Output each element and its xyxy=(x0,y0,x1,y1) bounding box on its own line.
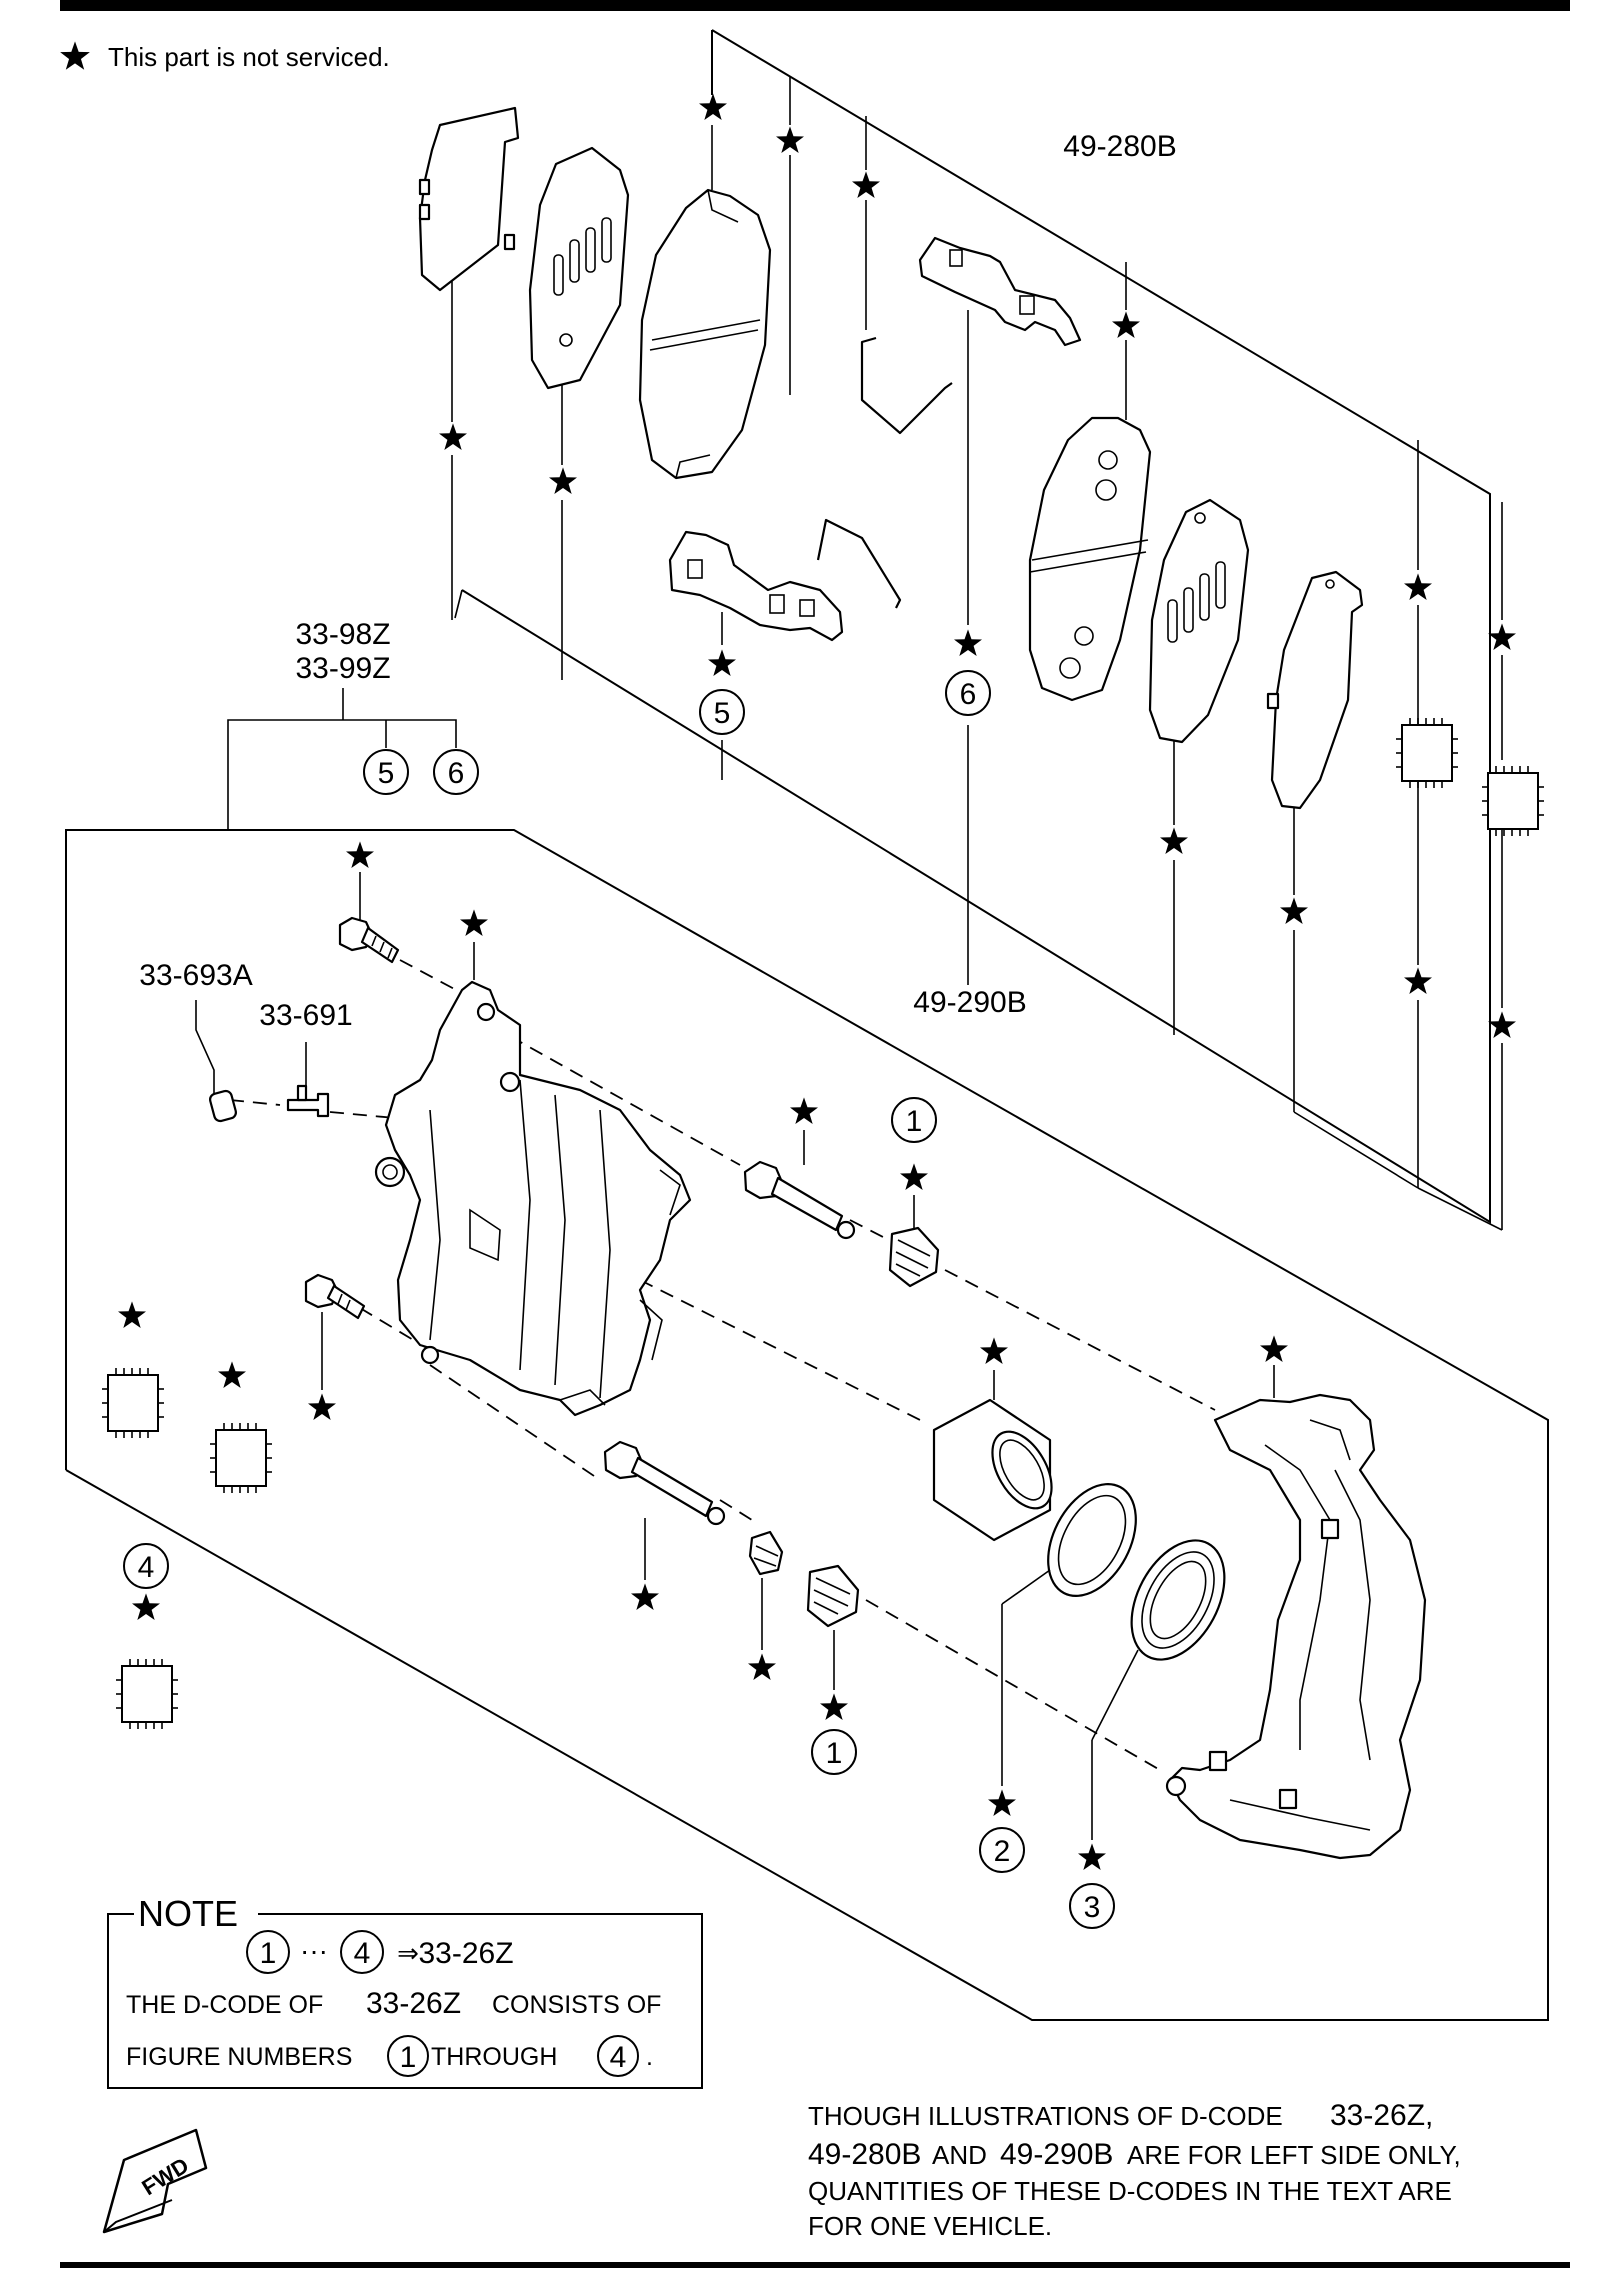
bleeder-cap xyxy=(208,1089,238,1123)
footnote-line3: QUANTITIES OF THESE D-CODES IN THE TEXT … xyxy=(808,2176,1452,2206)
note-box: NOTE 1 ··· 4 ⇒ 33-26Z THE D-CODE OF 33-2… xyxy=(107,1893,703,2089)
footnote-line2-suffix: ARE FOR LEFT SIDE ONLY, xyxy=(1127,2140,1461,2170)
note-line2-mid: THROUGH xyxy=(431,2043,557,2071)
note-line2-prefix: FIGURE NUMBERS xyxy=(126,2043,352,2071)
note-ellipsis: ··· xyxy=(300,1935,328,1966)
note-line1-suffix: CONSISTS OF xyxy=(492,1991,661,2019)
legend-star-icon xyxy=(60,41,90,70)
callout-33-693A: 33-693A xyxy=(139,959,252,992)
figure-number-6-bracket: 6 xyxy=(433,749,479,795)
caliper-body xyxy=(374,980,692,1417)
footnote-line4: FOR ONE VEHICLE. xyxy=(808,2211,1052,2241)
footnote-line2-and: AND xyxy=(932,2140,987,2170)
inner-brake-pad xyxy=(1028,416,1152,702)
upper-mounting-bolt xyxy=(338,916,400,964)
figure-number-1-lower: 1 xyxy=(811,1729,857,1775)
callout-49-280B: 49-280B xyxy=(1063,130,1176,163)
callout-33-99Z: 33-99Z xyxy=(295,652,390,685)
guide-plate-lower xyxy=(668,530,844,642)
figure-number-6-upper: 6 xyxy=(945,670,991,716)
note-arrow: ⇒ xyxy=(397,1938,419,1968)
caliper-frame xyxy=(65,829,1549,2021)
svg-text:6: 6 xyxy=(448,757,465,790)
figure-number-3: 3 xyxy=(1069,1883,1115,1929)
inner-shim-right xyxy=(1148,498,1250,744)
pad-kit-frame xyxy=(451,29,1503,1231)
inner-shim xyxy=(528,146,630,390)
figure-number-5-bracket: 5 xyxy=(363,749,409,795)
figure-number-1-upper: 1 xyxy=(891,1097,937,1143)
note-code: 33-26Z xyxy=(418,1937,513,1970)
figure-number-5-upper: 5 xyxy=(699,689,745,735)
outer-shim-right xyxy=(1266,570,1364,810)
svg-text:5: 5 xyxy=(714,697,731,730)
figure-number-2: 2 xyxy=(979,1827,1025,1873)
caliper-bracket xyxy=(1165,1393,1427,1860)
pad-kit-numbers: 5 6 xyxy=(699,670,991,735)
callout-33-691: 33-691 xyxy=(259,999,352,1032)
seal-chip-a xyxy=(101,1367,165,1439)
wear-chip-b xyxy=(1481,765,1545,837)
bleeder-screw xyxy=(286,1084,330,1118)
anti-rattle-spring xyxy=(816,336,953,609)
seal-chip-c xyxy=(115,1658,179,1730)
svg-text:5: 5 xyxy=(378,757,395,790)
svg-text:6: 6 xyxy=(960,678,977,711)
legend-text: This part is not serviced. xyxy=(108,42,390,72)
bottom-border xyxy=(60,2262,1570,2268)
outer-brake-pad xyxy=(638,188,772,480)
note-line2-to: 4 xyxy=(610,2041,627,2074)
footnote: THOUGH ILLUSTRATIONS OF D-CODE 33-26Z, 4… xyxy=(808,2099,1461,2241)
footnote-line2-code-a: 49-280B xyxy=(808,2138,921,2171)
legend: This part is not serviced. xyxy=(60,41,390,72)
dust-seal xyxy=(1130,1539,1226,1661)
svg-text:4: 4 xyxy=(138,1551,155,1584)
pad-kit-parts xyxy=(418,106,1545,837)
footnote-line1-prefix: THOUGH ILLUSTRATIONS OF D-CODE xyxy=(808,2101,1283,2131)
svg-text:1: 1 xyxy=(826,1737,843,1770)
fwd-arrow-icon: FWD xyxy=(102,2128,208,2234)
lower-guide-boot xyxy=(806,1564,860,1628)
footnote-line1-code: 33-26Z, xyxy=(1330,2099,1433,2132)
callout-33-98Z: 33-98Z xyxy=(295,618,390,651)
svg-text:1: 1 xyxy=(906,1105,923,1138)
lower-mounting-bolt xyxy=(304,1273,366,1320)
upper-guide-pin xyxy=(743,1160,856,1240)
callout-49-290B: 49-290B xyxy=(913,986,1026,1019)
svg-text:2: 2 xyxy=(994,1835,1011,1868)
seal-chip-b xyxy=(209,1422,273,1494)
guide-bushing xyxy=(748,1530,784,1576)
piston-seal xyxy=(1047,1483,1137,1597)
top-border xyxy=(60,0,1570,11)
caliper-numbers: 1 1 2 3 4 xyxy=(123,1097,1115,1929)
note-line1-prefix: THE D-CODE OF xyxy=(126,1991,323,2019)
note-title: NOTE xyxy=(138,1893,238,1934)
lower-guide-pin xyxy=(603,1440,726,1526)
caliper-stars xyxy=(118,841,1288,1870)
note-line2-from: 1 xyxy=(400,2041,417,2074)
outer-shim xyxy=(418,106,520,292)
wear-chip-a xyxy=(1395,717,1459,789)
note-range-start: 1 xyxy=(260,1937,277,1970)
note-line2-end: . xyxy=(646,2043,653,2071)
guide-plate-upper xyxy=(918,236,1082,347)
note-line1-code: 33-26Z xyxy=(366,1987,461,2020)
caliper-leaders xyxy=(195,872,1275,1840)
bracket-33-98Z: 33-98Z 33-99Z 5 6 xyxy=(227,618,479,830)
caliper-piston xyxy=(932,1398,1053,1542)
figure-number-4: 4 xyxy=(123,1543,169,1589)
note-range-end: 4 xyxy=(354,1937,371,1970)
svg-text:3: 3 xyxy=(1084,1891,1101,1924)
upper-guide-boot xyxy=(888,1226,940,1288)
footnote-line2-code-b: 49-290B xyxy=(1000,2138,1113,2171)
